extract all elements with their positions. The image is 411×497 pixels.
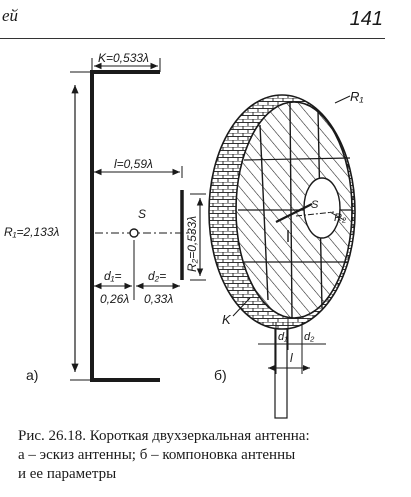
feed-point-s bbox=[129, 228, 139, 238]
d1-label: d₁= bbox=[104, 269, 121, 283]
d2-label: d₂ bbox=[304, 331, 315, 343]
panel-label-b: б) bbox=[214, 367, 227, 383]
s-label: S bbox=[138, 207, 146, 221]
subreflector bbox=[303, 177, 341, 239]
caption-line-3: и ее параметры bbox=[18, 466, 117, 482]
caption-line-2: а – эскиз антенны; б – компоновка антенн… bbox=[18, 447, 296, 463]
s-label: S bbox=[311, 199, 319, 211]
page-number: 141 bbox=[349, 8, 383, 30]
d1-label: d₁ bbox=[278, 331, 288, 343]
caption-line-1: Рис. 26.18. Короткая двухзеркальная анте… bbox=[18, 428, 310, 444]
d2-label: d₂= bbox=[148, 269, 166, 283]
main-reflector bbox=[90, 70, 160, 382]
sketch-b: S R₂ R₁ K d₁ d₂ l б) bbox=[208, 89, 364, 419]
r2-label: R₂ bbox=[334, 212, 347, 224]
l-label: l bbox=[290, 351, 293, 365]
k-label: K=0,533λ bbox=[98, 51, 149, 65]
d1-value: 0,26λ bbox=[100, 292, 129, 306]
feed-strut bbox=[275, 203, 313, 223]
r1-label: R₁ bbox=[350, 89, 364, 104]
l-label: l=0,59λ bbox=[114, 157, 153, 171]
d2-value: 0,33λ bbox=[144, 292, 173, 306]
header-rule bbox=[0, 38, 385, 39]
figure-caption: Рис. 26.18. Короткая двухзеркальная анте… bbox=[18, 427, 398, 484]
sketch-a: R₁=2,133λ K=0,533λ l=0,59λ R₂=0,533λ S d… bbox=[4, 51, 206, 383]
r2-label: R₂=0,533λ bbox=[185, 216, 199, 272]
r1-label: R₁=2,133λ bbox=[4, 225, 59, 239]
running-header-fragment: ей bbox=[2, 6, 19, 25]
k-label: K bbox=[222, 312, 232, 327]
panel-label-a: а) bbox=[26, 367, 38, 383]
